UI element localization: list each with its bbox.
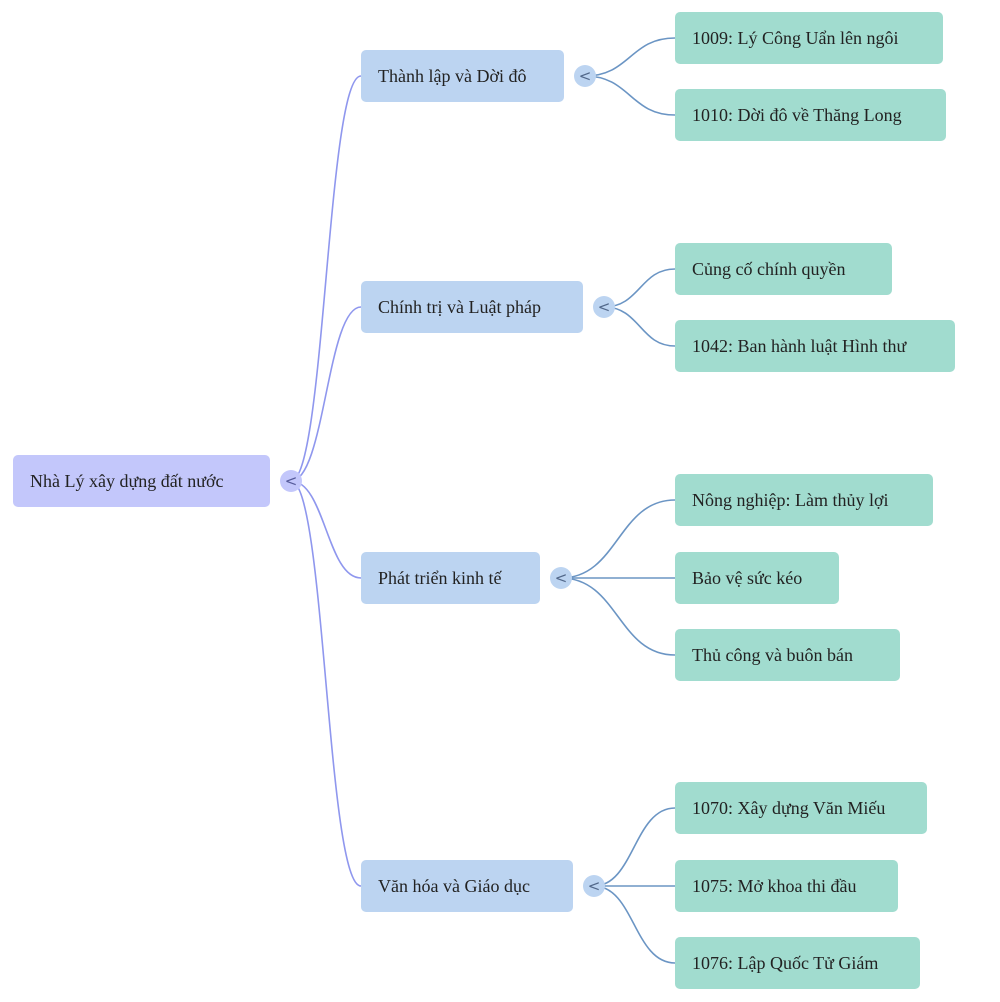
leaf-label: Bảo vệ sức kéo <box>692 567 803 588</box>
leaf-node[interactable]: 1009: Lý Công Uẩn lên ngôi <box>675 12 943 64</box>
branch-label: Thành lập và Dời đô <box>378 65 527 86</box>
root-node[interactable]: Nhà Lý xây dựng đất nước <box>13 455 270 507</box>
chevron-left-icon[interactable]: < <box>280 470 302 492</box>
chevron-left-icon[interactable]: < <box>593 296 615 318</box>
leaf-label: 1076: Lập Quốc Tử Giám <box>692 952 879 973</box>
leaf-label: 1009: Lý Công Uẩn lên ngôi <box>692 27 899 48</box>
root-to-branch-1 <box>290 75 362 482</box>
leaf-label: 1010: Dời đô về Thăng Long <box>692 104 902 125</box>
chevron-left-icon[interactable]: < <box>550 567 572 589</box>
branch-4-to-leaf-1 <box>593 807 676 887</box>
leaf-node[interactable]: Thủ công và buôn bán <box>675 629 900 681</box>
leaf-label: 1075: Mở khoa thi đầu <box>692 875 857 896</box>
root-to-branch-3 <box>290 480 362 579</box>
branch-2-to-leaf-2 <box>603 306 676 347</box>
root-to-branch-4 <box>290 480 362 887</box>
leaf-label: Nông nghiệp: Làm thủy lợi <box>692 489 889 510</box>
branch-node-van-hoa[interactable]: Văn hóa và Giáo dục <box>361 860 573 912</box>
leaf-label: Củng cố chính quyền <box>692 258 846 279</box>
chevron-left-icon[interactable]: < <box>574 65 596 87</box>
root-to-branch-2 <box>290 306 362 482</box>
branch-label: Chính trị và Luật pháp <box>378 296 541 317</box>
root-label: Nhà Lý xây dựng đất nước <box>30 470 224 491</box>
branch-2-to-leaf-1 <box>603 268 676 308</box>
leaf-label: 1070: Xây dựng Văn Miếu <box>692 797 886 818</box>
branch-1-to-leaf-1 <box>584 37 676 77</box>
branch-1-to-leaf-2 <box>584 75 676 116</box>
branch-node-chinh-tri[interactable]: Chính trị và Luật pháp <box>361 281 583 333</box>
leaf-node[interactable]: 1010: Dời đô về Thăng Long <box>675 89 946 141</box>
leaf-node[interactable]: Nông nghiệp: Làm thủy lợi <box>675 474 933 526</box>
leaf-label: 1042: Ban hành luật Hình thư <box>692 335 907 356</box>
branch-label: Phát triển kinh tế <box>378 567 502 588</box>
branch-4-to-leaf-3 <box>593 885 676 964</box>
branch-label: Văn hóa và Giáo dục <box>378 875 530 896</box>
leaf-node[interactable]: Củng cố chính quyền <box>675 243 892 295</box>
branch-node-kinh-te[interactable]: Phát triển kinh tế <box>361 552 540 604</box>
leaf-node[interactable]: 1042: Ban hành luật Hình thư <box>675 320 955 372</box>
chevron-left-icon[interactable]: < <box>583 875 605 897</box>
branch-3-to-leaf-3 <box>560 577 676 656</box>
branch-node-thanh-lap[interactable]: Thành lập và Dời đô <box>361 50 564 102</box>
leaf-node[interactable]: 1075: Mở khoa thi đầu <box>675 860 898 912</box>
leaf-node[interactable]: Bảo vệ sức kéo <box>675 552 839 604</box>
leaf-node[interactable]: 1070: Xây dựng Văn Miếu <box>675 782 927 834</box>
leaf-label: Thủ công và buôn bán <box>692 644 853 665</box>
branch-3-to-leaf-1 <box>560 499 676 579</box>
leaf-node[interactable]: 1076: Lập Quốc Tử Giám <box>675 937 920 989</box>
